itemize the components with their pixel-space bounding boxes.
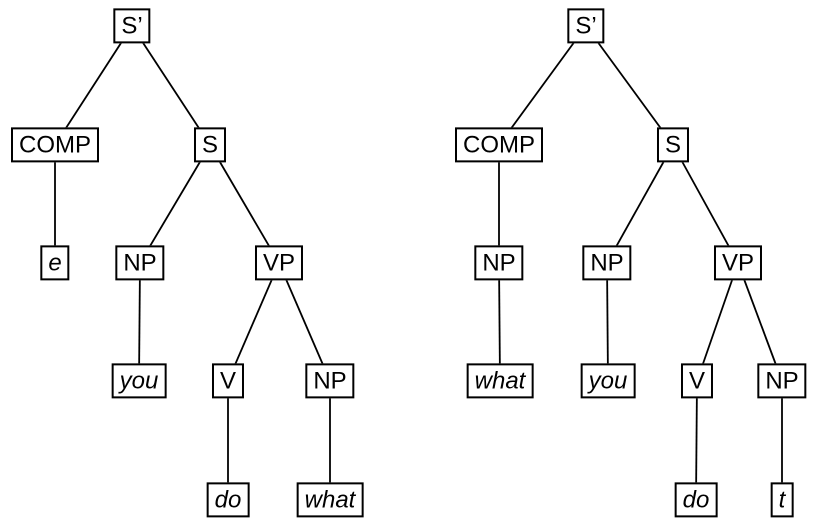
tree-edge-right-sbar-comp [498, 25, 587, 146]
tree-edge-right-v-do [695, 380, 698, 501]
tree-node-right-vp: VP [713, 245, 763, 281]
tree-node-left-v: V [211, 363, 245, 399]
tree-edge-right-s-np2 [606, 144, 674, 264]
tree-node-right-np3: NP [757, 363, 807, 399]
tree-node-right-do: do [674, 482, 718, 518]
tree-node-left-vp: VP [254, 245, 304, 281]
tree-node-left-np1: NP [115, 245, 165, 281]
tree-node-right-what: what [466, 363, 534, 399]
tree-node-left-do: do [206, 482, 250, 518]
tree-edge-left-s-np1 [139, 144, 211, 264]
tree-edge-right-sbar-s [585, 25, 674, 146]
tree-edge-left-np1-you [138, 262, 141, 382]
tree-node-left-comp: COMP [11, 127, 99, 163]
tree-node-left-s: S [193, 127, 227, 163]
tree-node-left-what: what [296, 482, 364, 518]
tree-node-left-e: e [40, 245, 70, 281]
tree-node-left-you: you [111, 363, 167, 399]
tree-edge-right-vp-v [696, 262, 739, 382]
tree-node-right-v: V [680, 363, 714, 399]
tree-edge-left-vp-np2 [278, 262, 331, 382]
tree-edge-left-sbar-comp [54, 25, 133, 146]
tree-node-right-t: t [770, 482, 794, 518]
tree-node-right-s: S [656, 127, 690, 163]
tree-node-right-np1: NP [474, 245, 524, 281]
tree-node-right-comp: COMP [455, 127, 543, 163]
tree-node-left-sbar: S’ [113, 8, 151, 44]
tree-node-right-np2: NP [582, 245, 632, 281]
tree-edge-right-s-vp [672, 144, 739, 264]
tree-edge-right-np1-what [498, 262, 501, 382]
tree-edge-left-s-vp [209, 144, 280, 264]
tree-edge-left-vp-v [227, 262, 280, 382]
tree-edge-right-vp-np3 [737, 262, 783, 382]
tree-node-right-sbar: S’ [567, 8, 605, 44]
tree-edge-left-sbar-s [131, 25, 211, 146]
tree-node-right-you: you [580, 363, 636, 399]
tree-edge-right-np2-you [606, 262, 609, 382]
tree-node-left-np2: NP [305, 363, 355, 399]
